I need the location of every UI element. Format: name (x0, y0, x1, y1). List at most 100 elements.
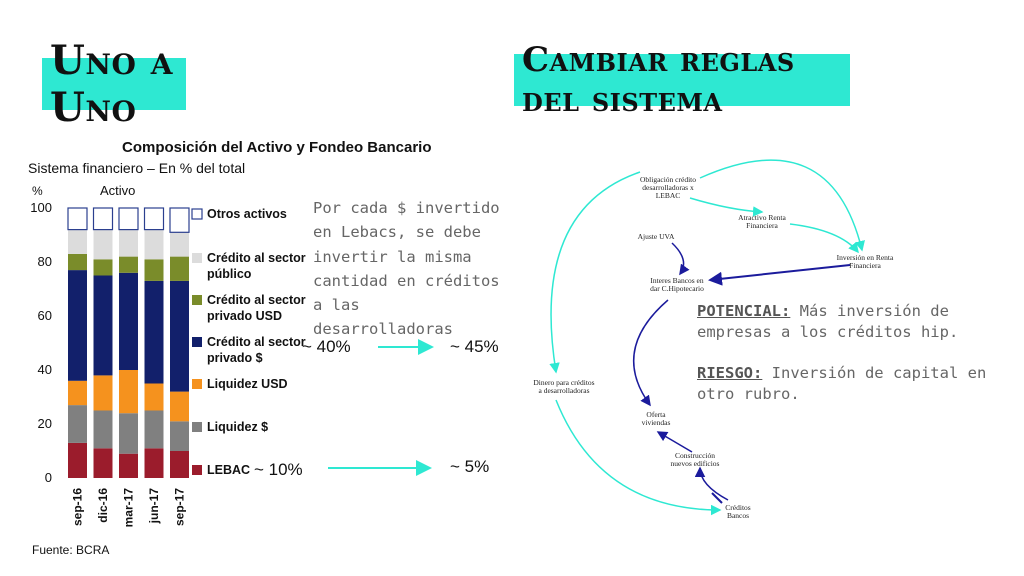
bar-jun-17-series-3 (144, 280, 164, 384)
bar-dic-16-series-6 (92, 207, 114, 231)
legend-label-6: Otros activos (207, 207, 287, 221)
y-tick-20: 20 (38, 416, 52, 431)
bar-sep-16-series-0 (68, 442, 87, 478)
legend-swatch-2 (192, 379, 202, 389)
bar-mar-17-series-0 (119, 453, 138, 478)
node-ajuste: Ajuste UVA (638, 232, 675, 241)
legend-label-2: Liquidez USD (207, 377, 288, 391)
chart-subtitle: Sistema financiero – En % del total (28, 160, 245, 176)
x-tick-jun-17: jun-17 (147, 488, 161, 525)
bar-jun-17-series-4 (144, 259, 164, 281)
legend-label-0: LEBAC (207, 463, 250, 477)
bar-mar-17-series-3 (119, 272, 138, 370)
bar-jun-17-series-5 (144, 229, 164, 260)
x-tick-dic-16: dic-16 (96, 488, 110, 523)
delay-mark (711, 492, 723, 504)
bar-sep-17-series-1 (170, 421, 189, 451)
chart-title: Composición del Activo y Fondeo Bancario (122, 139, 432, 156)
bar-sep-16-series-5 (68, 229, 87, 254)
link-creditos-construccion (694, 466, 729, 501)
bar-dic-16-series-5 (93, 229, 113, 260)
y-tick-0: 0 (45, 470, 52, 485)
bar-sep-17-series-6 (169, 207, 190, 233)
bar-mar-17-series-6 (118, 207, 139, 231)
bar-mar-17-series-4 (119, 256, 138, 273)
bar-jun-17-series-1 (144, 410, 164, 449)
bar-dic-16-series-0 (93, 448, 113, 478)
pct-40: ~ 40% (302, 337, 351, 356)
x-tick-sep-17: sep-17 (173, 488, 187, 526)
x-tick-mar-17: mar-17 (122, 488, 136, 528)
y-tick-80: 80 (38, 254, 52, 269)
bar-mar-17-series-5 (119, 229, 138, 257)
chart-source: Fuente: BCRA (32, 543, 109, 557)
bar-dic-16-series-3 (93, 275, 113, 376)
title-cambiar-reglas: Cambiar reglas del sistema (514, 40, 850, 120)
bar-jun-17-series-0 (144, 448, 164, 478)
bar-sep-17-series-2 (170, 391, 189, 422)
potencial-note: POTENCIAL: Más inversión de empresas a l… (697, 301, 997, 343)
bar-mar-17-series-1 (119, 413, 138, 454)
legend-swatch-6 (191, 208, 203, 220)
pct-5: ~ 5% (450, 457, 490, 476)
legend-swatch-3 (192, 337, 202, 347)
pct-10: ~ 10% (254, 460, 303, 479)
link-interes-oferta (632, 299, 669, 407)
bar-sep-16-series-4 (68, 253, 87, 271)
bar-sep-16-series-3 (68, 270, 87, 381)
riesgo-text: Inversión de capital en otro rubro. (697, 364, 987, 403)
bar-mar-17-series-2 (119, 370, 138, 414)
link-dinero-creditos (555, 399, 722, 516)
potencial-text: Más inversión de empresas a los créditos… (697, 302, 959, 341)
bar-sep-17-series-3 (170, 280, 189, 392)
stacked-bar-chart: Composición del Activo y Fondeo Bancario… (28, 139, 432, 557)
y-tick-40: 40 (38, 362, 52, 377)
riesgo-label: RIESGO: (697, 364, 763, 382)
bar-dic-16-series-1 (93, 410, 113, 449)
bar-sep-17-series-0 (170, 451, 189, 478)
link-obligacion-dinero (549, 171, 641, 374)
link-inversion-interes (708, 264, 851, 286)
bar-jun-17-series-2 (144, 383, 164, 411)
potencial-label: POTENCIAL: (697, 302, 791, 320)
legend-swatch-5 (192, 253, 202, 263)
legend-swatch-4 (192, 295, 202, 305)
bar-sep-16-series-6 (67, 207, 88, 231)
link-ajuste-interes (671, 242, 690, 276)
x-tick-sep-16: sep-16 (71, 488, 85, 526)
bar-jun-17-series-6 (143, 207, 165, 231)
description-text: Por cada $ invertido en Lebacs, se debe … (313, 199, 500, 339)
bar-sep-17-series-4 (170, 256, 189, 281)
link-atractivo-inversion (789, 223, 859, 254)
panel-label: Activo (100, 183, 135, 198)
riesgo-note: RIESGO: Inversión de capital en otro rub… (697, 363, 997, 405)
notes-block: POTENCIAL: Más inversión de empresas a l… (697, 301, 997, 405)
legend-label-1: Liquidez $ (207, 420, 268, 434)
bar-dic-16-series-2 (93, 375, 113, 411)
link-obligacion-atractivo (689, 197, 764, 217)
bar-sep-16-series-2 (68, 380, 87, 406)
y-axis-label: % (32, 184, 43, 198)
bar-sep-17-series-5 (170, 232, 189, 257)
y-tick-60: 60 (38, 308, 52, 323)
link-oferta-construccion (656, 431, 693, 453)
legend-swatch-1 (192, 422, 202, 432)
pct-45: ~ 45% (450, 337, 499, 356)
link-obligacion-inversion (699, 159, 865, 252)
legend-swatch-0 (192, 465, 202, 475)
bar-dic-16-series-4 (93, 259, 113, 276)
y-tick-100: 100 (30, 200, 52, 215)
